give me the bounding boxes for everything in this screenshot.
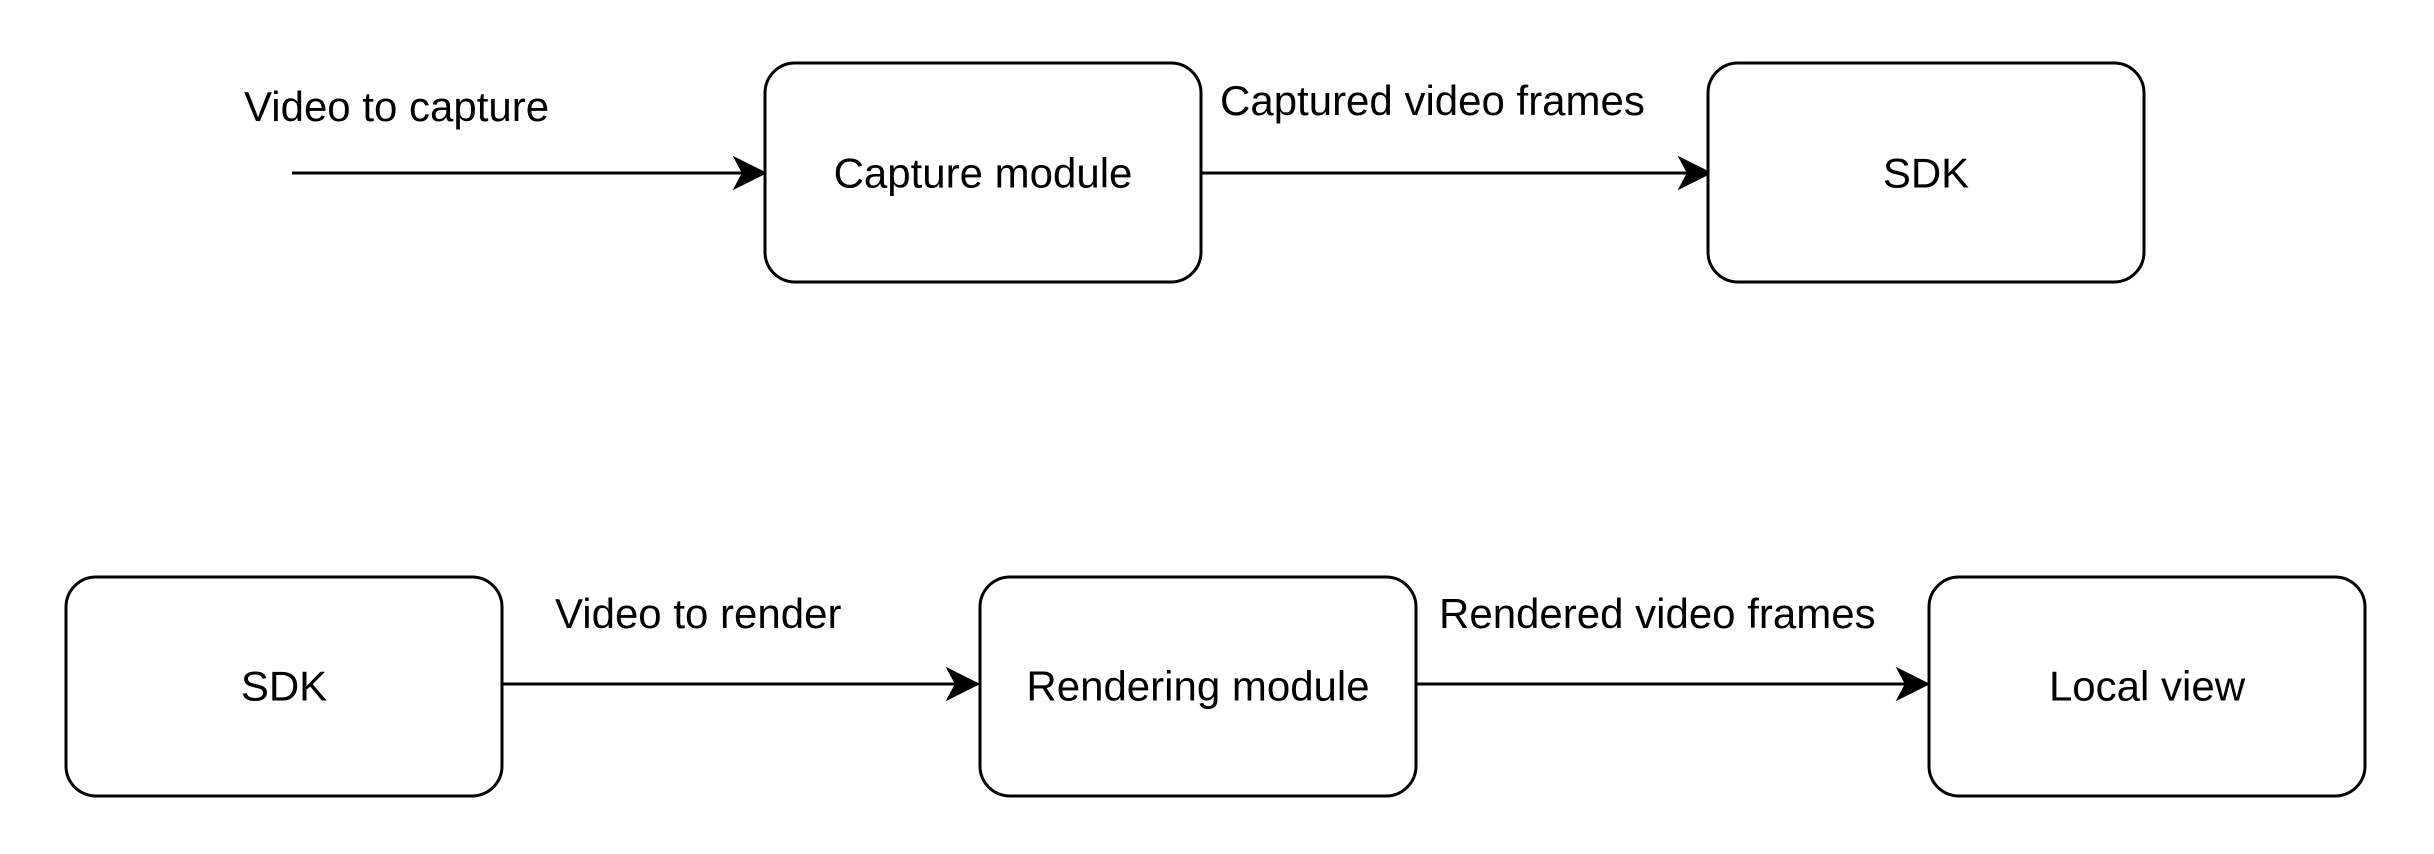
node-label-rendering-module: Rendering module <box>1026 663 1369 710</box>
node-capture-module: Capture module <box>763 61 1203 284</box>
node-rendering-module: Rendering module <box>978 575 1418 798</box>
render-flow: SDK Video to render Rendering module Ren… <box>64 575 2367 798</box>
node-box <box>1927 575 2367 798</box>
node-label-sdk: SDK <box>241 663 327 710</box>
node-box <box>1706 61 2146 284</box>
arrow-head-icon <box>1895 666 1931 702</box>
arrow-head-icon <box>945 666 981 702</box>
arrow-head-icon <box>732 155 768 191</box>
node-box <box>978 575 1418 798</box>
edge-video-to-capture: Video to capture <box>244 83 768 191</box>
edge-video-to-render: Video to render <box>502 590 981 702</box>
node-box <box>64 575 504 798</box>
node-sdk-top: SDK <box>1706 61 2146 284</box>
capture-flow: Video to capture Capture module Captured… <box>244 61 2146 284</box>
edge-rendered-frames: Rendered video frames <box>1416 590 1931 702</box>
node-label-sdk: SDK <box>1883 150 1969 197</box>
node-sdk-bottom: SDK <box>64 575 504 798</box>
edge-label-video-to-render: Video to render <box>555 590 841 637</box>
edge-label-captured-frames: Captured video frames <box>1220 77 1645 124</box>
arrow-head-icon <box>1677 155 1713 191</box>
edge-label-rendered-frames: Rendered video frames <box>1439 590 1876 637</box>
edge-captured-frames: Captured video frames <box>1201 77 1713 191</box>
edge-label-video-to-capture: Video to capture <box>244 83 549 130</box>
node-label-capture-module: Capture module <box>834 150 1133 197</box>
node-label-local-view: Local view <box>2049 663 2246 710</box>
node-local-view: Local view <box>1927 575 2367 798</box>
